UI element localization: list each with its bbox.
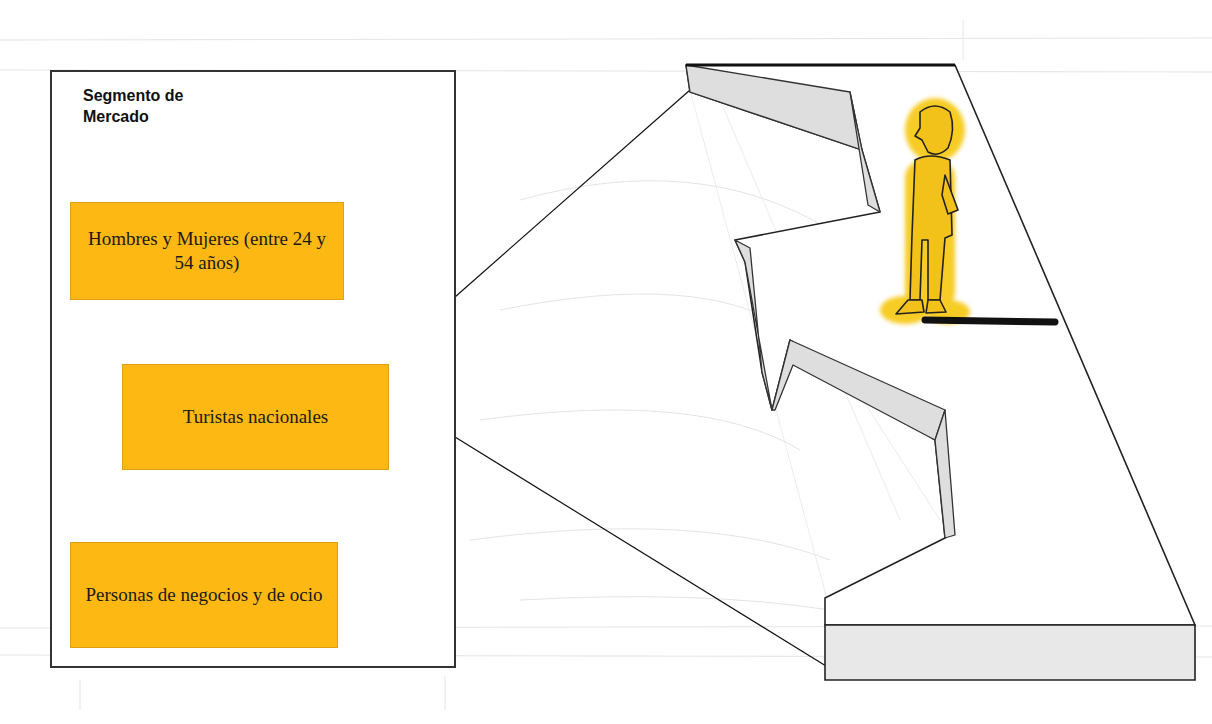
segment-panel: Segmento de MercadoHombres y Mujeres (en… (50, 70, 456, 668)
platform-top (686, 65, 1195, 625)
segment-label: Turistas nacionales (173, 401, 338, 433)
person-figure (880, 98, 1055, 324)
panel-heading: Segmento de Mercado (83, 85, 223, 127)
segment-label: Hombres y Mujeres (entre 24 y 54 años) (71, 223, 343, 279)
platform-walls (686, 65, 955, 538)
segment-label: Personas de negocios y de ocio (76, 579, 333, 611)
segment-box: Personas de negocios y de ocio (70, 542, 338, 648)
segment-box: Turistas nacionales (122, 364, 389, 470)
platform-front (825, 625, 1195, 680)
background-grid (0, 20, 1212, 710)
segment-box: Hombres y Mujeres (entre 24 y 54 años) (70, 202, 344, 300)
